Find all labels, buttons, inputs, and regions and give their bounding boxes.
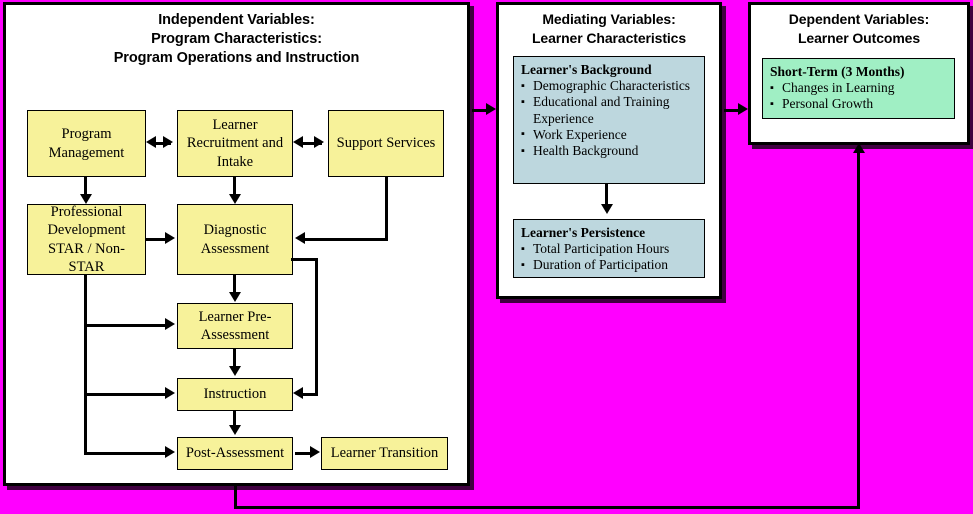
list-item: Health Background	[521, 143, 698, 160]
arrowhead-independent-mediating	[486, 103, 496, 115]
arrowhead-background-persistence	[600, 204, 613, 214]
arrowhead-ss-da	[295, 232, 305, 244]
box-learner-pre-assessment-label: Learner Pre-Assessment	[198, 308, 272, 344]
panel-independent-title-line-3: Program Operations and Instruction	[113, 50, 360, 66]
connector-da-lpa	[233, 275, 236, 293]
group-learners-background-heading: Learner's Background	[521, 62, 652, 77]
box-support-services-label: Support Services	[336, 135, 436, 152]
panel-dependent-title-line-2: Learner Outcomes	[797, 30, 921, 46]
box-learner-recruitment-and-intake[interactable]: Learner Recruitment and Intake	[177, 110, 293, 177]
list-item: Duration of Participation	[521, 257, 698, 274]
connector-pm-lri	[152, 142, 171, 145]
arrowhead-da-lpa	[228, 292, 241, 302]
group-learners-persistence[interactable]: Learner's Persistence Total Participatio…	[513, 219, 705, 278]
list-item: Personal Growth	[770, 96, 948, 113]
box-instruction[interactable]: Instruction	[177, 378, 293, 411]
group-learners-background[interactable]: Learner's Background Demographic Charact…	[513, 56, 705, 184]
connector-da-instruction-vertical	[315, 258, 318, 393]
box-program-management-label: Program Management	[48, 126, 125, 161]
box-learner-transition[interactable]: Learner Transition	[321, 437, 448, 470]
connector-pd-lpa	[84, 324, 168, 327]
group-learners-persistence-list: Total Participation Hours Duration of Pa…	[521, 240, 698, 274]
feedback-loop-right-vertical	[857, 152, 860, 509]
group-short-term-outcomes-list: Changes in Learning Personal Growth	[770, 79, 948, 113]
box-support-services[interactable]: Support Services	[328, 110, 444, 177]
arrowhead-da-instruction	[293, 387, 303, 399]
arrowhead-pd-post-assessment	[165, 446, 175, 458]
list-item: Educational and Training Experience	[521, 94, 698, 127]
box-diagnostic-assessment[interactable]: Diagnostic Assessment	[177, 204, 293, 275]
group-learners-background-list: Demographic Characteristics Educational …	[521, 77, 698, 160]
connector-da-instruction-top	[291, 258, 318, 261]
connector-lri-ss	[299, 142, 322, 145]
box-diagnostic-assessment-label: Diagnostic Assessment	[200, 222, 270, 257]
arrowhead-lri-ss-left	[293, 136, 303, 148]
box-program-management[interactable]: Program Management	[27, 110, 146, 177]
arrowhead-pm-pd	[79, 194, 92, 204]
arrowhead-pd-da	[165, 232, 175, 244]
arrowhead-mediating-dependent	[738, 103, 748, 115]
connector-da-instruction-bottom	[303, 393, 318, 396]
connector-pm-pd	[84, 177, 87, 197]
panel-dependent-title: Dependent Variables: Learner Outcomes	[751, 10, 967, 48]
connector-pd-da	[146, 238, 168, 241]
group-learners-persistence-heading: Learner's Persistence	[521, 225, 646, 240]
connector-pa-lt	[295, 452, 313, 455]
panel-independent-title: Independent Variables: Program Character…	[6, 11, 467, 68]
arrowhead-pd-instruction	[165, 387, 175, 399]
arrowhead-pa-lt	[310, 446, 320, 458]
panel-mediating-title: Mediating Variables: Learner Characteris…	[499, 10, 719, 48]
panel-independent-title-line-2: Program Characteristics:	[151, 31, 322, 47]
arrowhead-lri-ss-right	[314, 136, 324, 148]
list-item: Total Participation Hours	[521, 240, 698, 257]
connector-background-persistence	[605, 184, 608, 208]
arrowhead-feedback-loop-dependent	[853, 143, 865, 153]
list-item: Changes in Learning	[770, 79, 948, 96]
group-short-term-outcomes[interactable]: Short-Term (3 Months) Changes in Learnin…	[762, 58, 955, 119]
feedback-loop-left-vertical	[234, 486, 237, 509]
arrowhead-pm-lri-right	[163, 136, 173, 148]
connector-mediating-dependent	[724, 109, 742, 112]
arrowhead-lri-da	[228, 194, 241, 204]
connector-ss-da-horizontal	[305, 238, 388, 241]
connector-pd-instruction	[84, 393, 168, 396]
connector-pd-post-assessment	[84, 452, 168, 455]
box-learner-transition-label: Learner Transition	[330, 445, 439, 462]
box-post-assessment[interactable]: Post-Assessment	[177, 437, 293, 470]
panel-mediating-title-line-2: Learner Characteristics	[531, 30, 687, 46]
box-learner-pre-assessment[interactable]: Learner Pre-Assessment	[177, 303, 293, 349]
feedback-loop-bottom-horizontal	[234, 506, 860, 509]
arrowhead-pm-lri-left	[146, 136, 156, 148]
connector-instruction-post-assessment	[233, 411, 236, 428]
arrowhead-lpa-instruction	[228, 366, 241, 376]
connector-ss-da-vertical	[385, 177, 388, 241]
list-item: Demographic Characteristics	[521, 77, 698, 94]
panel-independent-title-line-1: Independent Variables:	[158, 12, 315, 28]
group-short-term-outcomes-heading: Short-Term (3 Months)	[770, 64, 905, 79]
panel-dependent-title-line-1: Dependent Variables:	[788, 11, 930, 27]
arrowhead-pd-lpa	[165, 318, 175, 330]
box-professional-development[interactable]: Professional Development STAR / Non- STA…	[27, 204, 146, 275]
connector-lpa-instruction	[233, 349, 236, 369]
box-learner-recruitment-and-intake-label: Learner Recruitment and Intake	[186, 116, 284, 170]
connector-independent-mediating	[472, 109, 490, 112]
box-instruction-label: Instruction	[203, 386, 267, 403]
box-professional-development-label: Professional Development STAR / Non- STA…	[47, 203, 126, 276]
connector-pd-spine	[84, 275, 87, 455]
list-item: Work Experience	[521, 126, 698, 143]
box-post-assessment-label: Post-Assessment	[185, 445, 285, 462]
panel-mediating-title-line-1: Mediating Variables:	[542, 11, 676, 27]
arrowhead-instruction-post-assessment	[228, 425, 241, 435]
connector-lri-da	[233, 177, 236, 197]
